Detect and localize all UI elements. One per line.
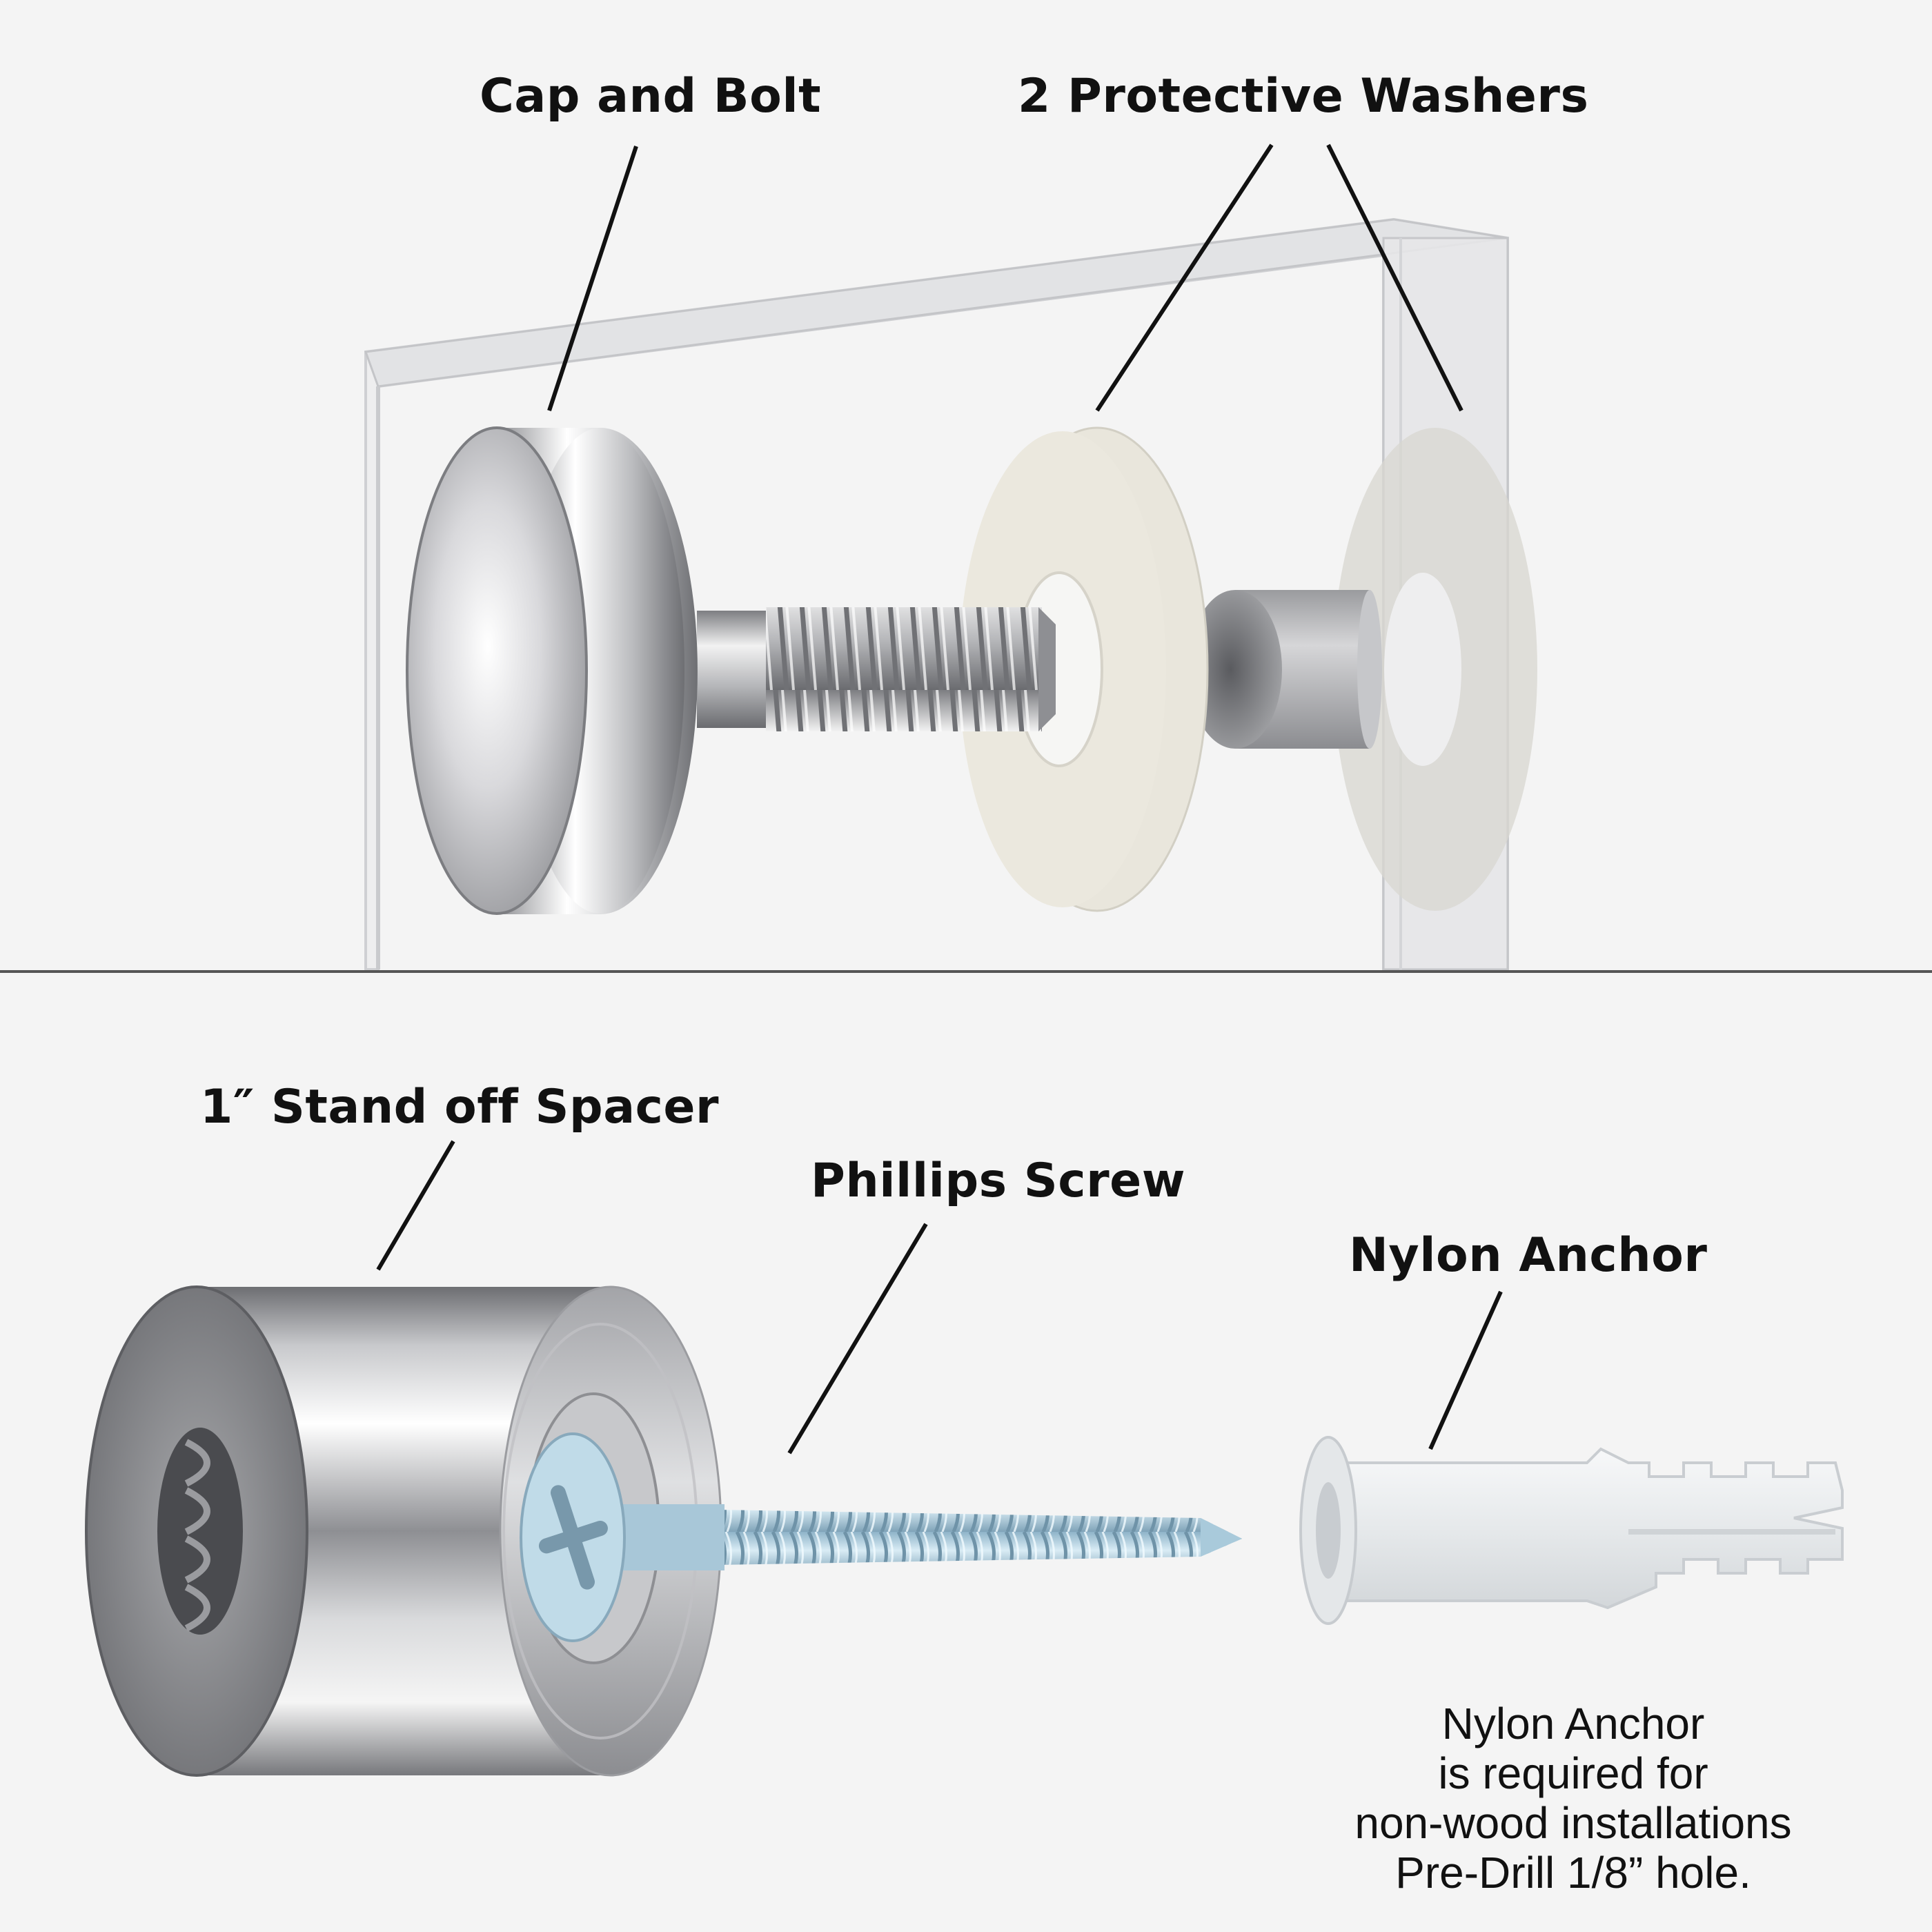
leader-nylon-anchor [1428, 1290, 1503, 1450]
leader-washer-back [1326, 144, 1463, 412]
note-line-3: non-wood installations [1354, 1798, 1792, 1848]
label-standoff-spacer: 1″ Stand off Spacer [200, 1080, 720, 1134]
label-phillips-screw: Phillips Screw [811, 1154, 1186, 1208]
installation-note: Nylon Anchor is required for non-wood in… [1283, 1699, 1863, 1897]
bolt-shaft [697, 607, 1056, 731]
leader-lines [376, 144, 1503, 1455]
leader-phillips-screw [787, 1223, 928, 1455]
phillips-screw [520, 1432, 1242, 1642]
leader-washer-front [1095, 144, 1274, 412]
note-line-1: Nylon Anchor [1441, 1699, 1705, 1748]
nylon-anchor [1299, 1436, 1844, 1625]
label-protective-washers: 2 Protective Washers [1018, 69, 1589, 124]
cap-head [406, 426, 698, 915]
leader-standoff-spacer [376, 1140, 455, 1271]
washer-back [1333, 428, 1537, 911]
cap-sleeve [1188, 590, 1382, 749]
leader-cap-and-bolt [547, 146, 638, 411]
label-cap-and-bolt: Cap and Bolt [480, 69, 822, 124]
note-line-2: is required for [1438, 1748, 1708, 1798]
label-nylon-anchor: Nylon Anchor [1349, 1228, 1708, 1283]
note-line-4: Pre-Drill 1/8” hole. [1395, 1848, 1751, 1897]
